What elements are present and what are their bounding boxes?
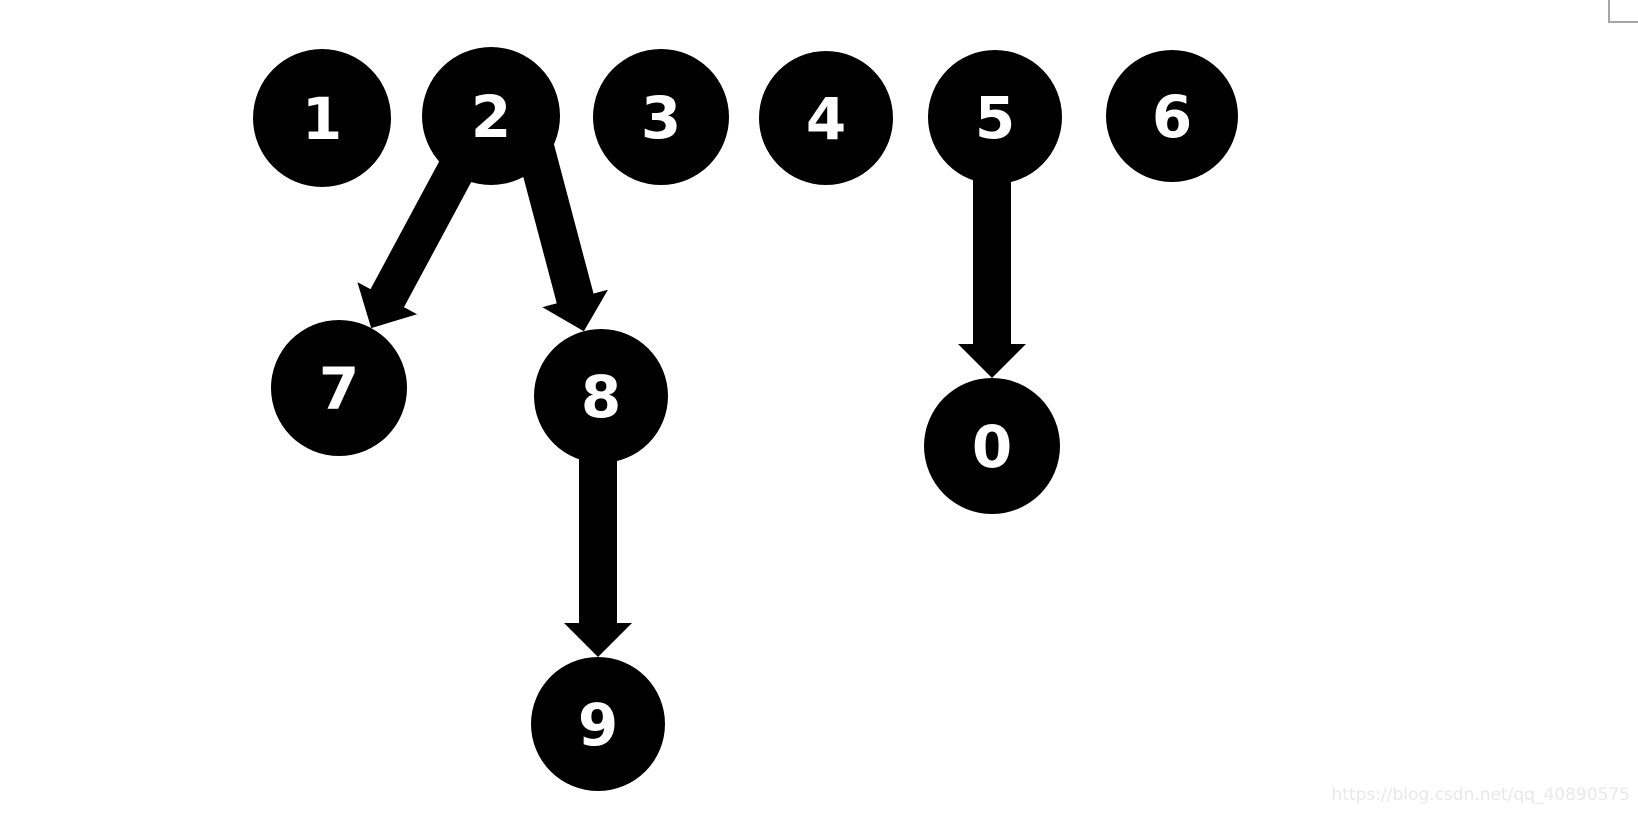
graph-node-3: 3	[593, 49, 729, 185]
graph-node-2: 2	[422, 47, 560, 185]
node-label-4: 4	[806, 85, 846, 153]
node-circle-7	[271, 320, 407, 456]
node-label-1: 1	[302, 85, 342, 153]
node-circle-9	[531, 657, 665, 791]
cutoff-window-corner	[1608, 0, 1638, 23]
graph-node-8: 8	[534, 329, 668, 463]
node-circle-1	[253, 49, 391, 187]
node-label-6: 6	[1152, 83, 1192, 151]
csdn-watermark: https://blog.csdn.net/qq_40890575	[1332, 785, 1630, 805]
graph-node-5: 5	[928, 50, 1062, 184]
node-label-9: 9	[578, 691, 618, 759]
node-circle-3	[593, 49, 729, 185]
graph-node-1: 1	[253, 49, 391, 187]
node-circle-2	[422, 47, 560, 185]
node-circle-6	[1106, 50, 1238, 182]
graph-node-7: 7	[271, 320, 407, 456]
node-label-5: 5	[975, 84, 1015, 152]
nodes-layer: 1 2 3 4 5 6 7 8 9 0	[253, 47, 1238, 791]
node-label-8: 8	[581, 363, 621, 431]
graph-node-9: 9	[531, 657, 665, 791]
node-circle-0	[924, 378, 1060, 514]
graph-node-4: 4	[759, 51, 893, 185]
node-label-2: 2	[471, 83, 511, 151]
edges-layer	[357, 111, 1026, 657]
node-circle-4	[759, 51, 893, 185]
node-circle-8	[534, 329, 668, 463]
graph-node-0: 0	[924, 378, 1060, 514]
node-label-7: 7	[319, 355, 359, 423]
node-circle-5	[928, 50, 1062, 184]
node-label-3: 3	[641, 84, 681, 152]
node-label-0: 0	[972, 413, 1012, 481]
graph-node-6: 6	[1106, 50, 1238, 182]
